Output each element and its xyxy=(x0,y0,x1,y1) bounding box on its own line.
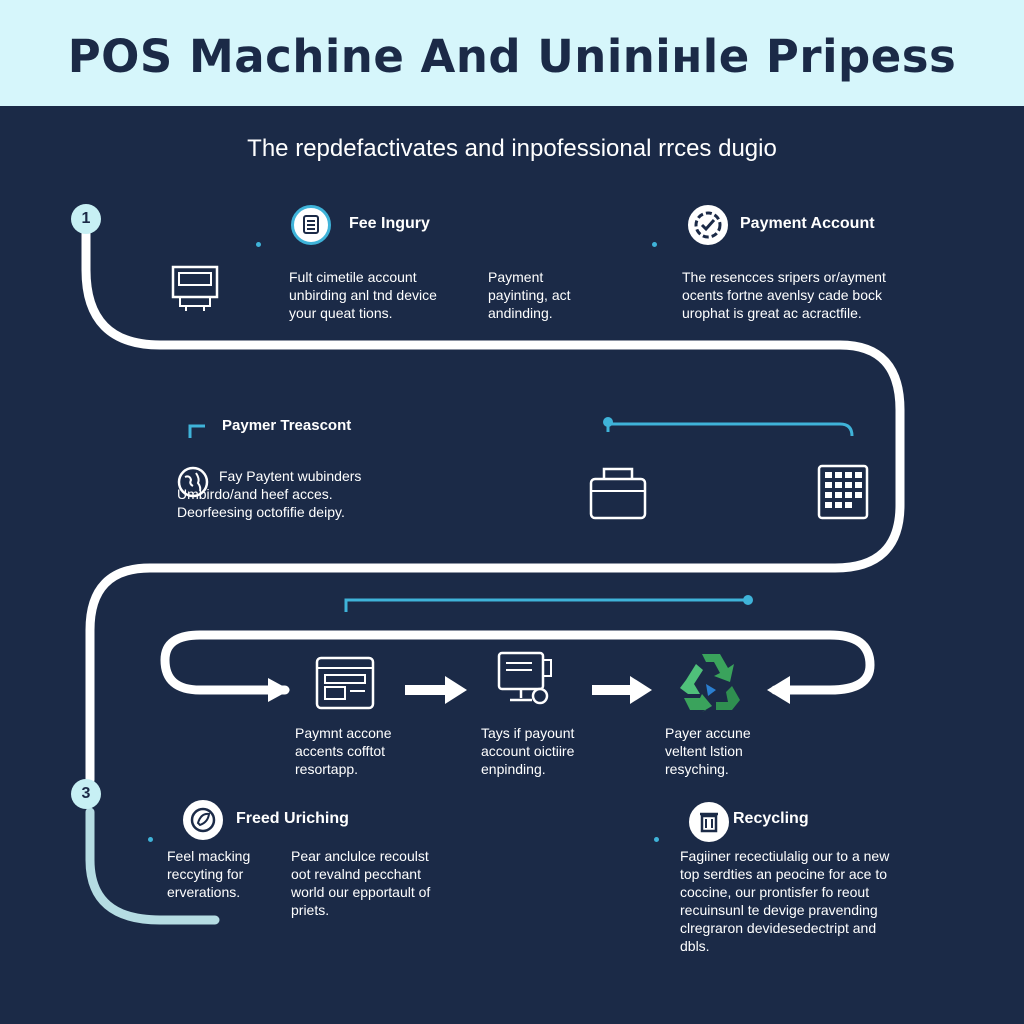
check-gear-icon xyxy=(688,205,728,245)
fee-inquiry-heading: Fee Ingury xyxy=(349,215,430,232)
step-a-text: Paymnt accone accents cofftot resortapp. xyxy=(295,725,392,777)
pos-monitor-icon xyxy=(497,651,552,705)
recycling-heading: Recycling xyxy=(733,810,809,827)
page-title: POS Machine And Uninінle Pripess xyxy=(67,30,957,83)
header-banner xyxy=(0,0,1024,106)
step-c-text: Payer accune veltent lstion resyching. xyxy=(665,725,751,777)
fee-inquiry-text-left: Fult cimetile account unbirding anl tnd … xyxy=(289,269,437,321)
step-badge-3: 3 xyxy=(71,779,101,809)
accent-dot xyxy=(256,242,261,247)
freed-uriching-heading: Freed Uriching xyxy=(236,810,349,827)
payment-account-text: The resencces sripers or/ayment ocents f… xyxy=(682,269,886,321)
browser-window-icon xyxy=(315,656,375,710)
fee-inquiry-text-right: Payment payinting, act andinding. xyxy=(488,269,571,321)
payment-account-heading: Payment Account xyxy=(740,215,875,232)
accent-dot xyxy=(148,837,153,842)
accent-dot xyxy=(654,837,659,842)
payment-transcont-heading: Paymer Treascont xyxy=(222,417,352,434)
pos-terminal-icon xyxy=(171,265,219,311)
step-badge-1: 1 xyxy=(71,204,101,234)
page-subtitle: The repdefactivates and inpofessional rr… xyxy=(247,135,777,162)
recycle-icon xyxy=(680,654,740,712)
path-main xyxy=(81,227,905,785)
leaf-icon xyxy=(183,800,223,840)
payment-transcont-text: Fay Paytent wubinders Umbirdo/and heef a… xyxy=(177,468,362,520)
folder-icon xyxy=(589,467,647,520)
step-b-text: Tays if payount account oictiire enpindi… xyxy=(481,725,575,777)
path-loop xyxy=(160,630,875,695)
clipboard-icon xyxy=(291,205,331,245)
globe-icon xyxy=(177,466,209,498)
recycle-bin-icon xyxy=(689,802,729,842)
freed-uriching-text-right: Pear anclulce recoulst oot revalnd pecch… xyxy=(291,848,431,918)
recycling-text: Fagiiner recectiulalig our to a new top … xyxy=(680,848,890,954)
accent-dot xyxy=(652,242,657,247)
freed-uriching-text-left: Feel macking reccyting for erverations. xyxy=(167,848,251,900)
calculator-icon xyxy=(817,464,869,520)
